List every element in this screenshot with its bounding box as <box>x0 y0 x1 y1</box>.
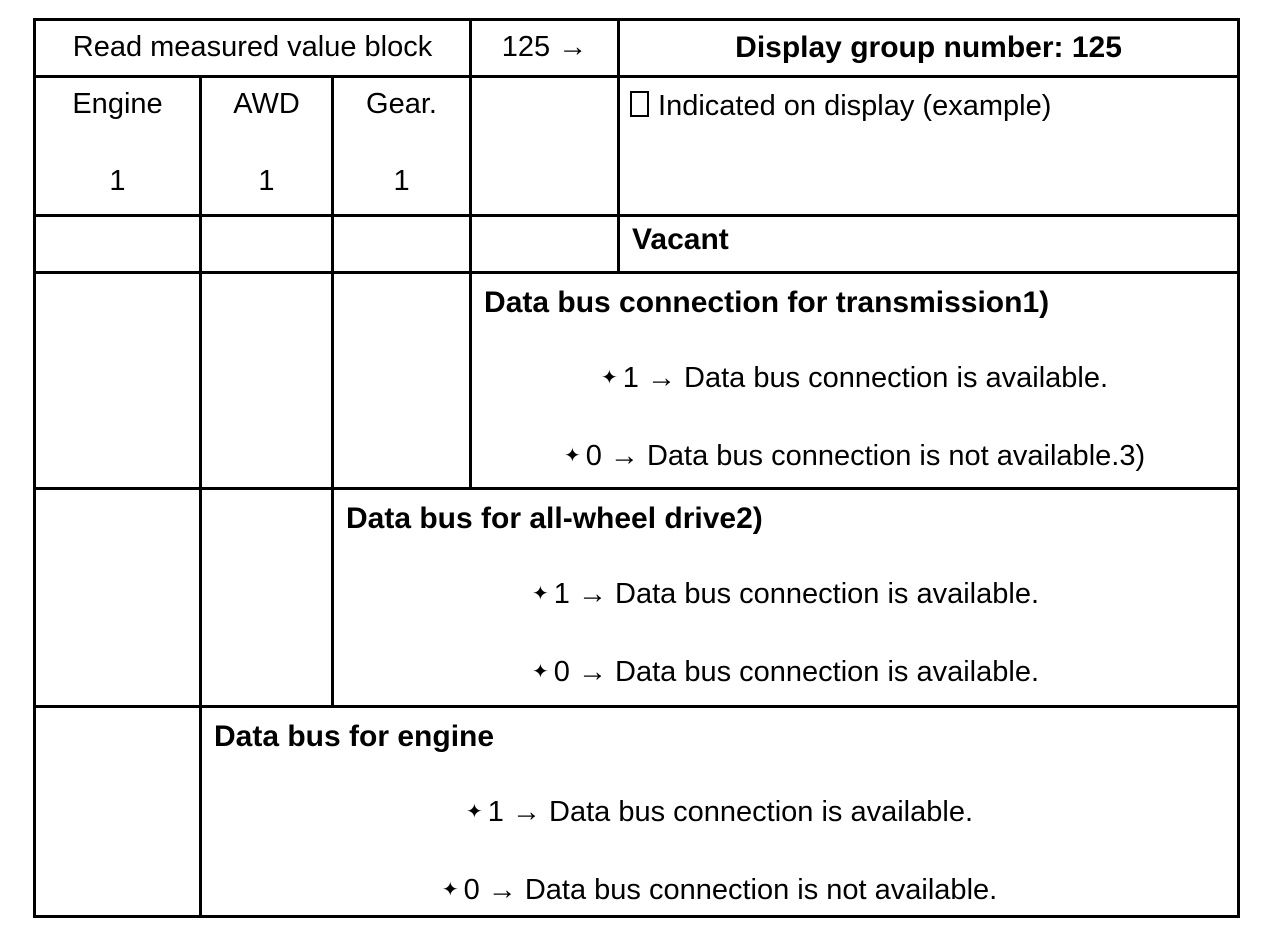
engine-section: Data bus for engine ✦1 → Data bus connec… <box>202 708 1237 915</box>
empty-cell-engine-vacant <box>33 214 202 274</box>
list-item-text: 1 → Data bus connection is available. <box>487 796 974 828</box>
empty-cell-engine-engine <box>33 705 202 918</box>
empty-cell-gear-transmission <box>330 271 473 490</box>
table-row-transmission: Data bus connection for transmission1) ✦… <box>33 271 1241 490</box>
empty-cell <box>36 708 199 915</box>
group-entry-value: 125 → <box>501 31 588 63</box>
diamond-bullet-icon: ✦ <box>532 661 549 683</box>
indicated-on-display-label: Indicated on display (example) <box>658 90 1052 122</box>
empty-cell <box>202 274 331 487</box>
engine-section-cell: Data bus for engine ✦1 → Data bus connec… <box>198 705 1241 918</box>
spacer-cell-row2 <box>469 75 621 217</box>
column-gear-label: Gear. <box>366 88 437 120</box>
column-awd-cell: AWD 1 <box>199 75 334 217</box>
column-awd-label: AWD <box>233 88 300 120</box>
table-row-column-values: Engine 1 AWD 1 Gear. 1 <box>33 75 1241 217</box>
list-item-text: 1 → Data bus connection is available. <box>553 578 1040 610</box>
empty-cell <box>36 217 199 271</box>
list-item-text: 1 → Data bus connection is available. <box>622 362 1109 394</box>
list-item: ✦1 → Data bus connection is available. <box>484 362 1225 395</box>
engine-bullet-list: ✦1 → Data bus connection is available. ✦… <box>214 796 1225 907</box>
list-item: ✦0 → Data bus connection is not availabl… <box>484 440 1225 473</box>
transmission-heading: Data bus connection for transmission1) <box>484 286 1050 319</box>
column-gear-cell: Gear. 1 <box>330 75 473 217</box>
empty-cell-awd-transmission <box>199 271 334 490</box>
empty-cell-engine-awd <box>33 487 202 708</box>
column-awd-stack: AWD 1 <box>202 78 331 214</box>
missing-glyph-box-icon <box>630 91 650 117</box>
empty-cell-gear-vacant <box>330 214 473 274</box>
table-row-header: Read measured value block 125 → Display … <box>32 18 1241 78</box>
column-engine-cell: Engine 1 <box>33 75 202 217</box>
transmission-section: Data bus connection for transmission1) ✦… <box>472 274 1237 487</box>
all-wheel-drive-section-cell: Data bus for all-wheel drive2) ✦1 → Data… <box>330 487 1241 708</box>
list-item-text: 0 → Data bus connection is available. <box>553 656 1040 688</box>
list-item-text: 0 → Data bus connection is not available… <box>463 874 998 906</box>
column-awd-value: 1 <box>258 165 275 197</box>
empty-cell <box>36 490 199 705</box>
column-gear-value: 1 <box>393 165 410 197</box>
empty-cell <box>334 217 469 271</box>
list-item-text: 0 → Data bus connection is not available… <box>585 440 1146 472</box>
diamond-bullet-icon: ✦ <box>563 445 581 467</box>
transmission-bullet-list: ✦1 → Data bus connection is available. ✦… <box>484 362 1225 473</box>
empty-cell <box>202 217 331 271</box>
group-entry-cell: 125 → <box>469 18 621 78</box>
all-wheel-drive-bullet-list: ✦1 → Data bus connection is available. ✦… <box>346 578 1225 689</box>
table-row-engine: Data bus for engine ✦1 → Data bus connec… <box>33 705 1241 918</box>
column-engine-stack: Engine 1 <box>36 78 199 214</box>
empty-cell-engine-transmission <box>33 271 202 490</box>
read-measured-value-block-cell: Read measured value block <box>32 18 473 78</box>
display-group-title-cell: Display group number: 125 <box>617 18 1241 78</box>
empty-cell <box>202 490 331 705</box>
read-measured-value-block-label: Read measured value block <box>72 31 433 63</box>
column-engine-label: Engine <box>72 88 163 120</box>
empty-cell <box>334 274 469 487</box>
all-wheel-drive-section: Data bus for all-wheel drive2) ✦1 → Data… <box>334 490 1237 705</box>
vacant-label: Vacant <box>632 223 729 256</box>
engine-heading: Data bus for engine <box>214 720 495 753</box>
empty-cell-spacer-vacant <box>469 214 621 274</box>
diamond-bullet-icon: ✦ <box>601 367 618 389</box>
measured-value-block-table: Read measured value block 125 → Display … <box>32 18 1241 918</box>
table-row-all-wheel-drive: Data bus for all-wheel drive2) ✦1 → Data… <box>33 487 1241 708</box>
diamond-bullet-icon: ✦ <box>466 801 483 823</box>
column-gear-stack: Gear. 1 <box>334 78 469 214</box>
vacant-cell: Vacant <box>617 214 1241 274</box>
empty-cell <box>36 274 199 487</box>
list-item: ✦0 → Data bus connection is available. <box>346 656 1225 689</box>
transmission-section-cell: Data bus connection for transmission1) ✦… <box>469 271 1241 490</box>
table-row-vacant: Vacant <box>33 214 1241 274</box>
diamond-bullet-icon: ✦ <box>532 583 549 605</box>
list-item: ✦1 → Data bus connection is available. <box>214 796 1225 829</box>
display-group-title: Display group number: 125 <box>735 31 1122 64</box>
empty-cell <box>472 217 617 271</box>
empty-cell-awd-vacant <box>199 214 334 274</box>
column-engine-value: 1 <box>109 165 126 197</box>
empty-cell <box>472 78 617 214</box>
list-item: ✦1 → Data bus connection is available. <box>346 578 1225 611</box>
indicated-on-display-block: Indicated on display (example) <box>620 78 1237 214</box>
diamond-bullet-icon: ✦ <box>441 879 459 901</box>
list-item: ✦0 → Data bus connection is not availabl… <box>214 874 1225 907</box>
all-wheel-drive-heading: Data bus for all-wheel drive2) <box>346 502 763 535</box>
empty-cell-awd-awd <box>199 487 334 708</box>
indicated-on-display-cell: Indicated on display (example) <box>617 75 1241 217</box>
